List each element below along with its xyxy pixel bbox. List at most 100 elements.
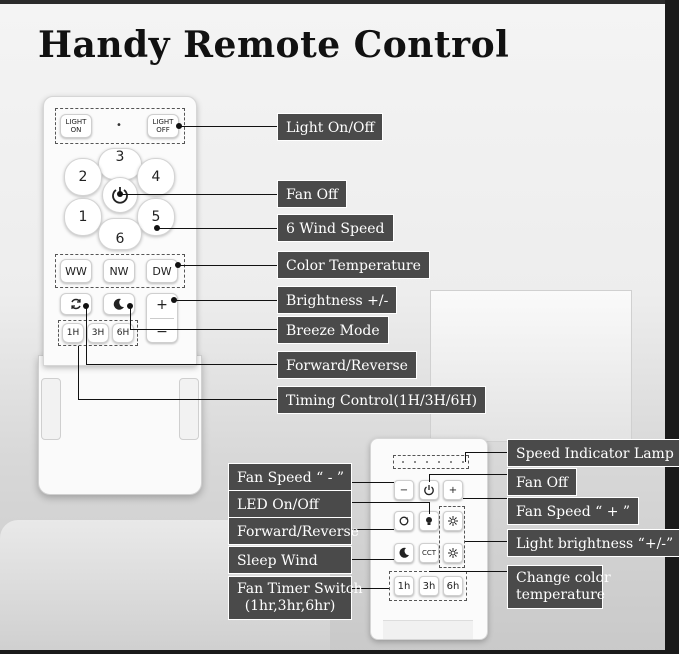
leader-change-color bbox=[429, 571, 507, 572]
speed-indicator-lamp bbox=[402, 461, 404, 463]
label-fan-speed-minus: Fan Speed “ - ” bbox=[228, 463, 352, 491]
reverse-button[interactable] bbox=[60, 293, 92, 315]
label-change-color-temperature: Change color temperature bbox=[507, 565, 611, 609]
label-sleep-wind: Sleep Wind bbox=[228, 546, 352, 574]
frame-right bbox=[665, 0, 679, 654]
label-wind-speed: 6 Wind Speed bbox=[277, 214, 394, 242]
fan-speed-minus-button[interactable]: − bbox=[394, 480, 414, 500]
small-fan-off-button[interactable] bbox=[419, 480, 439, 500]
speed-indicator-lamp bbox=[414, 461, 416, 463]
leader-dot bbox=[176, 123, 182, 129]
speed-indicator-lamp bbox=[426, 461, 428, 463]
speed-2-button[interactable]: 2 bbox=[64, 158, 102, 196]
label-speed-indicator-lamp: Speed Indicator Lamp bbox=[507, 439, 679, 467]
nw-button[interactable]: NW bbox=[103, 259, 135, 283]
leader-timing-v bbox=[78, 346, 79, 399]
speed-indicator-lamp bbox=[438, 461, 440, 463]
leader-reverse-v bbox=[86, 306, 87, 364]
leader-small-reverse bbox=[352, 529, 394, 530]
rocker-divider bbox=[150, 317, 174, 319]
ww-button[interactable]: WW bbox=[60, 259, 92, 283]
small-timer-group bbox=[389, 571, 467, 601]
speed-1-button[interactable]: 1 bbox=[64, 198, 102, 236]
brightness-down-button[interactable] bbox=[443, 543, 463, 563]
wall-holder bbox=[38, 355, 202, 495]
brightness-rocker[interactable]: + − bbox=[146, 293, 178, 343]
leader-sleep-wind bbox=[352, 559, 394, 560]
sun-icon bbox=[448, 548, 458, 558]
cct-button[interactable]: CCT bbox=[419, 543, 439, 563]
leader-dot bbox=[83, 303, 89, 309]
label-led-on-off: LED On/Off bbox=[228, 490, 352, 518]
label-forward-reverse: Forward/Reverse bbox=[277, 351, 417, 379]
label-small-forward-reverse: Forward/Reverse bbox=[228, 517, 359, 545]
rotate-icon bbox=[71, 298, 81, 310]
label-small-fan-off: Fan Off bbox=[507, 468, 578, 496]
background-window bbox=[430, 290, 632, 442]
led-button[interactable] bbox=[419, 511, 439, 531]
sun-icon bbox=[448, 516, 458, 526]
leader-fan-speed-plus bbox=[463, 498, 509, 499]
timer-3h-button[interactable]: 3H bbox=[87, 323, 109, 343]
speed-3-button[interactable]: 3 bbox=[98, 148, 142, 180]
speed-4-button[interactable]: 4 bbox=[137, 158, 175, 196]
label-fan-timer-line2: (1hr,3hr,6hr) bbox=[244, 598, 336, 614]
small-reverse-button[interactable] bbox=[394, 511, 414, 531]
label-fan-timer-switch: Fan Timer Switch (1hr,3hr,6hr) bbox=[228, 576, 363, 620]
leader-breeze-h bbox=[130, 329, 277, 330]
timer-6h-small-button[interactable]: 6h bbox=[443, 576, 463, 596]
leader-timer-switch bbox=[352, 588, 389, 589]
label-timing-control: Timing Control(1H/3H/6H) bbox=[277, 386, 487, 414]
bulb-icon bbox=[426, 517, 432, 525]
leader-dot bbox=[117, 191, 123, 197]
power-icon bbox=[424, 485, 434, 496]
leader-light-brightness bbox=[465, 541, 507, 542]
brightness-up-button[interactable] bbox=[443, 511, 463, 531]
label-fan-speed-plus: Fan Speed “ + ” bbox=[507, 497, 640, 525]
small-remote bbox=[370, 438, 488, 640]
timer-6h-button[interactable]: 6H bbox=[112, 323, 134, 343]
timer-1h-small-button[interactable]: 1h bbox=[394, 576, 414, 596]
leader-speed-indicator-v bbox=[465, 452, 466, 462]
leader-wind-speed bbox=[157, 228, 277, 229]
speed-6-button[interactable]: 6 bbox=[98, 218, 142, 250]
timer-group bbox=[58, 320, 138, 346]
light-off-button[interactable]: LIGHT OFF bbox=[147, 114, 179, 138]
dw-button[interactable]: DW bbox=[146, 259, 178, 283]
label-light-brightness: Light brightness “+/-” bbox=[507, 529, 679, 557]
frame-top bbox=[0, 0, 679, 4]
holder-clip-left bbox=[41, 378, 61, 440]
speed-indicator-lamps bbox=[393, 455, 469, 469]
brightness-plus[interactable]: + bbox=[156, 296, 168, 313]
brightness-minus[interactable]: − bbox=[156, 323, 168, 340]
small-remote-base bbox=[383, 620, 473, 639]
timer-1h-button[interactable]: 1H bbox=[62, 323, 84, 343]
leader-dot bbox=[175, 262, 181, 268]
light-on-button[interactable]: LIGHT ON bbox=[60, 114, 92, 138]
leader-led-v bbox=[429, 502, 430, 514]
breeze-button[interactable] bbox=[103, 293, 135, 315]
sleep-wind-button[interactable] bbox=[394, 543, 414, 563]
fan-speed-plus-button[interactable]: + bbox=[443, 480, 463, 500]
holder-clip-right bbox=[179, 378, 199, 440]
speed-indicator-lamp bbox=[450, 461, 452, 463]
leader-small-fan-off-v bbox=[429, 474, 430, 482]
leader-reverse-h bbox=[86, 364, 277, 365]
label-light-on-off: Light On/Off bbox=[277, 113, 384, 141]
speed-indicator-lamp bbox=[462, 461, 464, 463]
label-fan-timer-line1: Fan Timer Switch bbox=[237, 581, 363, 597]
leader-breeze-v bbox=[130, 306, 131, 329]
page-title: Handy Remote Control bbox=[38, 24, 510, 66]
moon-icon bbox=[399, 547, 409, 558]
leader-brightness bbox=[174, 300, 277, 301]
label-color-temperature: Color Temperature bbox=[277, 251, 430, 279]
timer-3h-small-button[interactable]: 3h bbox=[419, 576, 439, 596]
label-change-color-line1: Change color bbox=[516, 570, 611, 586]
light-brightness-group bbox=[439, 506, 465, 568]
label-brightness: Brightness +/- bbox=[277, 286, 398, 314]
leader-color-temp bbox=[178, 265, 277, 266]
leader-dot bbox=[127, 303, 133, 309]
label-change-color-line2: temperature bbox=[516, 587, 606, 603]
leader-fan-speed-minus bbox=[352, 482, 394, 483]
